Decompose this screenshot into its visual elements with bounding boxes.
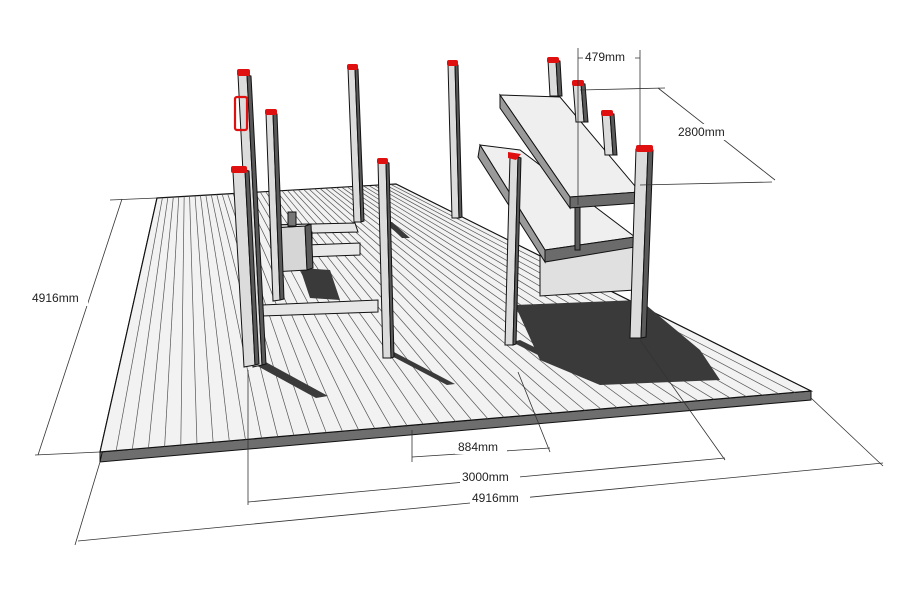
post-cap xyxy=(447,60,458,66)
deck-plank-line xyxy=(319,188,585,411)
deck-plank-line xyxy=(115,197,163,451)
post-bench-front-left xyxy=(504,152,522,346)
post-cap xyxy=(347,64,358,70)
deck-plank-line xyxy=(189,196,198,444)
post-cap xyxy=(547,57,559,63)
deck-platform xyxy=(99,183,814,463)
post-window-highlight xyxy=(233,95,249,132)
post-rear-middle xyxy=(347,64,365,223)
dim-total-ext-left xyxy=(74,461,101,546)
dim-label-bench-length: 2800mm xyxy=(678,125,725,139)
dimension-labels: 4916mm 479mm 2800mm 884mm 3000mm 4916mm xyxy=(30,50,734,505)
post-bench-front-right xyxy=(629,145,654,339)
dim-label-inner-width: 3000mm xyxy=(462,470,509,484)
dim-label-opening: 884mm xyxy=(458,440,498,454)
shadow-post-front-left xyxy=(250,360,328,398)
deck-plank-line xyxy=(205,195,246,440)
post-cap xyxy=(265,109,277,115)
post-cap xyxy=(237,69,250,76)
deck-plank-line xyxy=(148,197,174,448)
shadow-post-door xyxy=(384,351,455,385)
post-bench-back-1 xyxy=(547,57,563,97)
deck-plank-line xyxy=(164,196,180,447)
deck-plank-line xyxy=(210,194,262,439)
dim-left-extension-top xyxy=(109,197,158,201)
post-cap xyxy=(508,152,521,160)
dim-3000-ext-right xyxy=(639,339,726,461)
posts xyxy=(231,57,654,368)
post-bench-back-3 xyxy=(601,110,618,156)
deck-plank-line xyxy=(194,195,214,443)
dim-left-extension-bottom xyxy=(34,451,101,456)
post-rear-left xyxy=(265,109,285,302)
dim-884-ext-right xyxy=(517,371,551,453)
post-cap xyxy=(601,110,613,116)
bench-upper-support xyxy=(574,203,581,251)
shadow-stove xyxy=(300,268,340,300)
dim-label-bench-depth: 479mm xyxy=(585,50,625,64)
post-bench-back-2 xyxy=(572,80,589,123)
post-door xyxy=(377,158,395,359)
frame-wall-panel xyxy=(305,242,361,258)
deck-plank-line xyxy=(200,195,230,441)
stove-side xyxy=(304,223,314,271)
post-window-frame xyxy=(231,166,260,368)
dim-label-depth-left: 4916mm xyxy=(32,291,79,305)
dim-2800-ext-bottom xyxy=(639,181,773,186)
post-cap xyxy=(377,158,388,164)
deck-plank-line xyxy=(325,187,602,410)
dim-label-total-width: 4916mm xyxy=(472,491,519,505)
dim-total-ext-right xyxy=(810,397,884,467)
deck-surface xyxy=(99,183,814,453)
dim-2800-ext-top xyxy=(579,87,666,91)
shadow-post-mid xyxy=(385,222,410,238)
post-rear-right xyxy=(447,60,463,219)
stove-chimney xyxy=(287,211,297,227)
dim-left-line xyxy=(37,198,123,456)
shadow-post-bench-front xyxy=(512,340,585,374)
deck-plank-line xyxy=(180,196,185,446)
bench-upper-side xyxy=(499,93,571,210)
post-cap xyxy=(231,166,247,173)
shadows xyxy=(250,222,720,398)
bench-upper xyxy=(499,93,642,251)
post-cap xyxy=(636,145,653,152)
deck-plank-line xyxy=(314,188,569,413)
deck-plank-line xyxy=(131,197,169,450)
